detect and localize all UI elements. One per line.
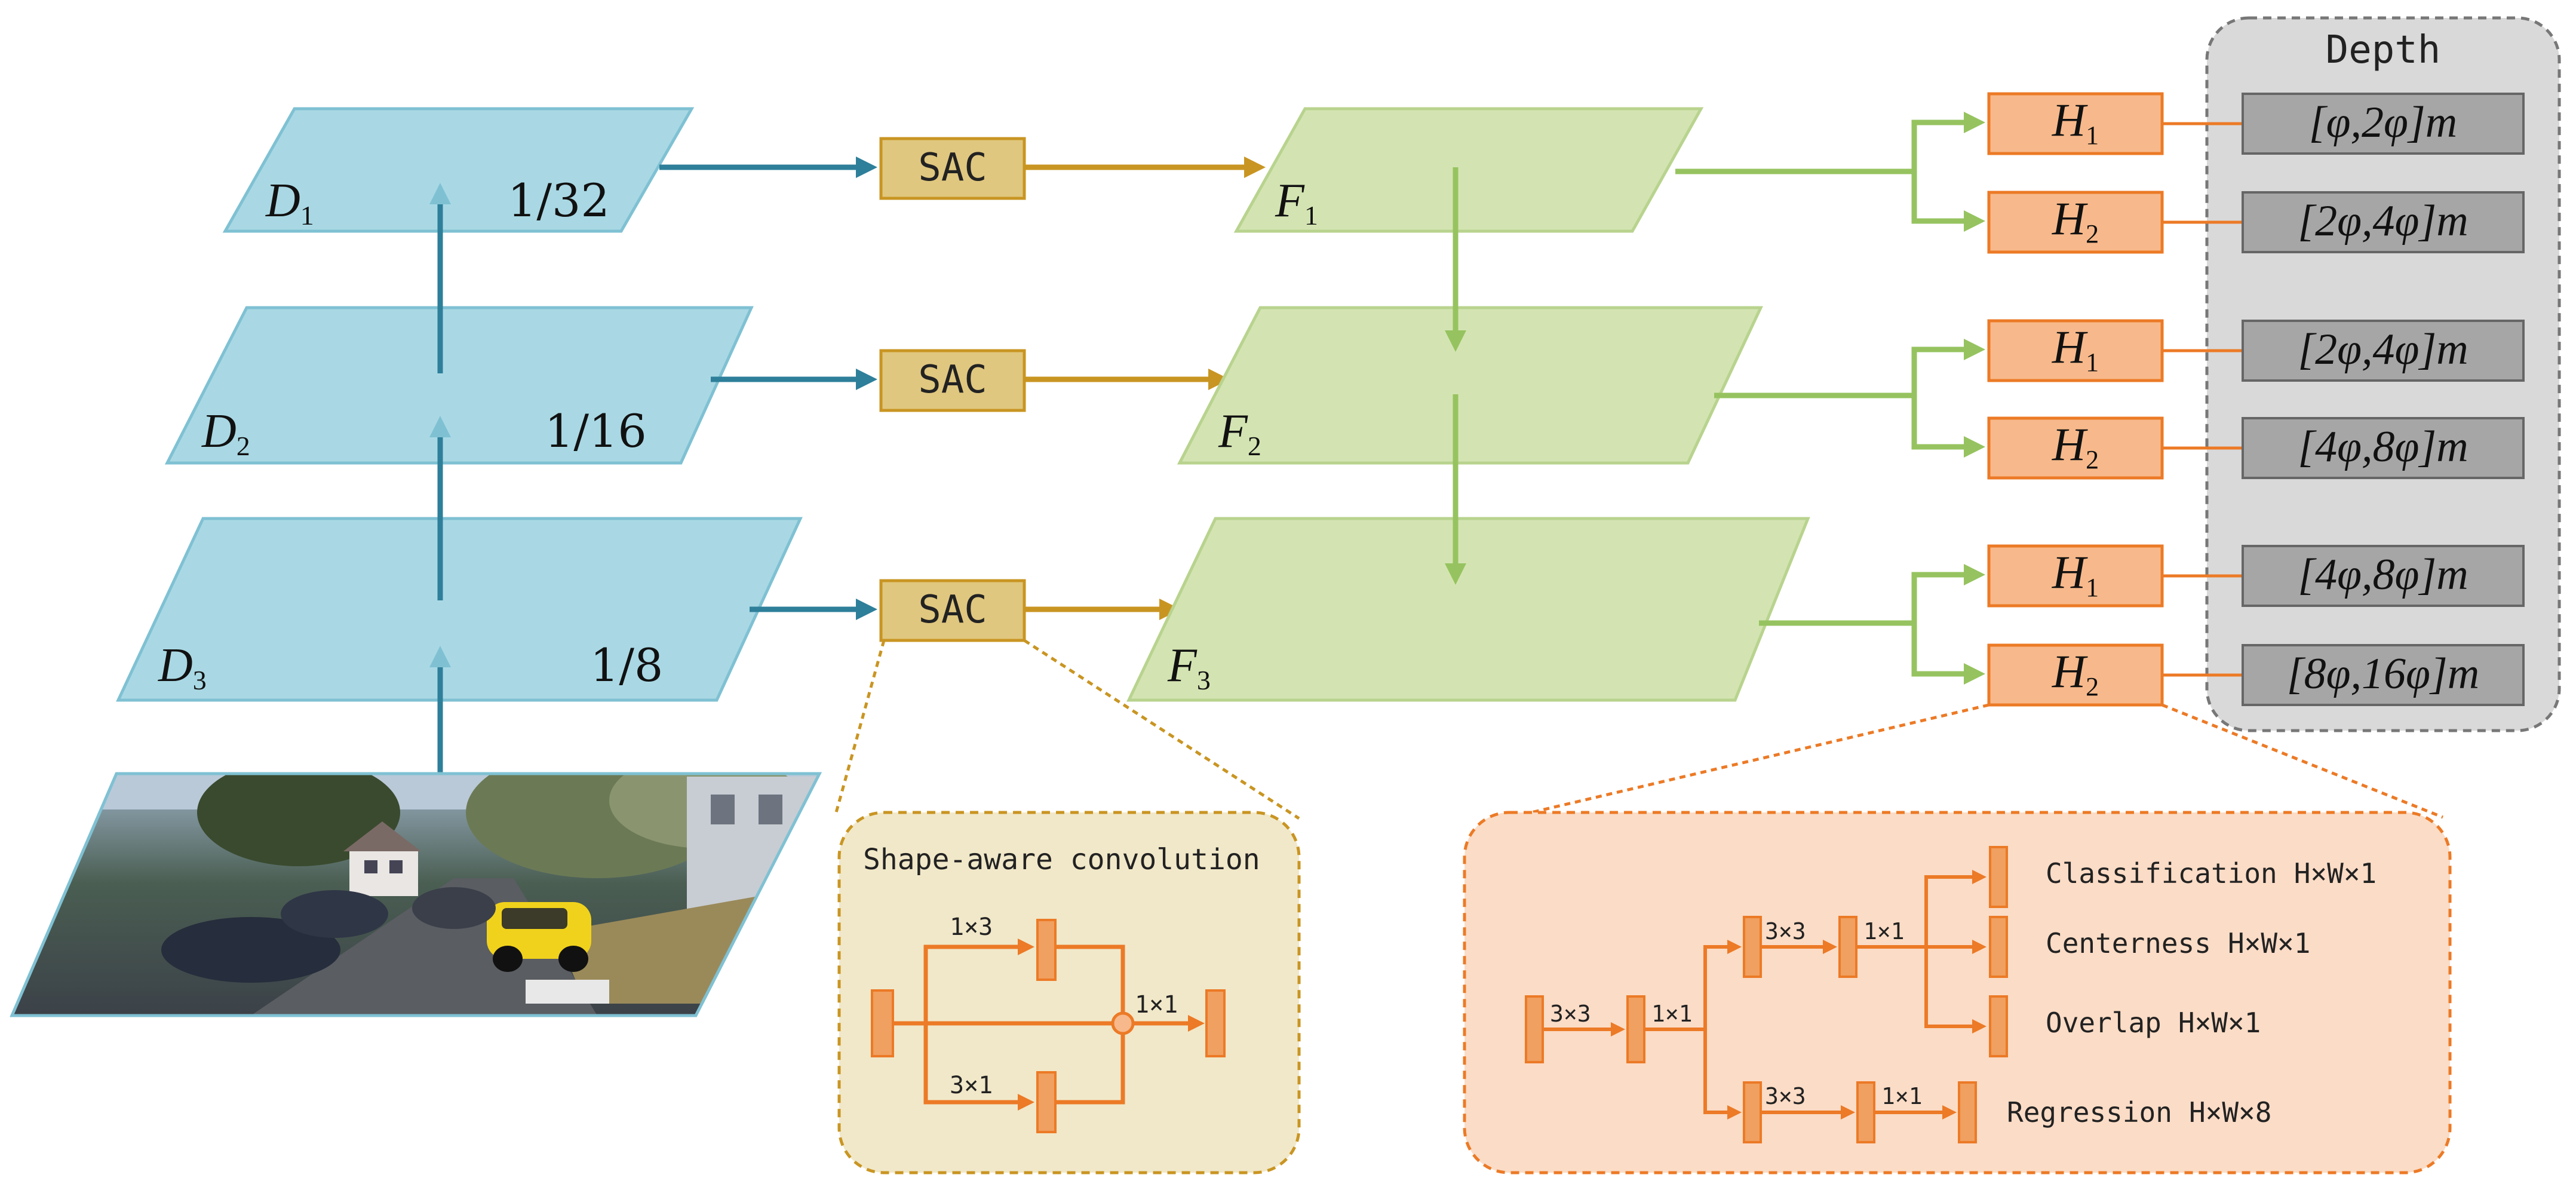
head-k33a: 3×3	[1550, 1001, 1591, 1027]
head-k33b: 3×3	[1765, 918, 1806, 944]
backbone-level-d1	[222, 107, 695, 233]
feature-f1	[1233, 107, 1704, 233]
depth-range-5-text: [4φ,8φ]m	[2298, 550, 2468, 599]
sac-input-block	[871, 989, 894, 1057]
head-h2-row3-label: H2	[2052, 645, 2099, 701]
depth-range-1	[2242, 93, 2525, 155]
head-h2-row3	[1987, 643, 2164, 707]
head-k33c: 3×3	[1765, 1083, 1806, 1109]
head-block-reg-2	[1856, 1081, 1875, 1143]
feature-f2	[1177, 306, 1763, 465]
label-f1: F1	[1275, 174, 1318, 231]
head-k11b: 1×1	[1863, 918, 1905, 944]
head-h1-row3-label: H1	[2052, 546, 2099, 602]
head-k11a: 1×1	[1651, 1001, 1693, 1027]
backbone-level-d2	[164, 306, 754, 465]
branch-f1	[1675, 112, 1985, 232]
head-input-block	[1525, 995, 1544, 1063]
head-h2-row2-label: H2	[2052, 418, 2099, 474]
depth-range-3	[2242, 320, 2525, 382]
feature-f3	[1126, 517, 1810, 702]
sac-3-label: SAC	[918, 588, 987, 632]
sac-k13: 1×3	[950, 913, 993, 941]
zoom-line-head-right	[2161, 703, 2443, 819]
depth-range-5	[2242, 545, 2525, 607]
backbone-level-d3	[116, 517, 803, 702]
head-h2-row1	[1987, 191, 2164, 254]
head-out-ovl	[1989, 995, 2008, 1057]
depth-title: Depth	[2326, 28, 2441, 72]
sac-detail-title: Shape-aware convolution	[863, 843, 1260, 876]
sac-concat-icon	[1111, 1011, 1135, 1035]
depth-range-4-text: [4φ,8φ]m	[2298, 422, 2468, 471]
head-block-reg-1	[1743, 1081, 1762, 1143]
head-h1-row1	[1987, 92, 2164, 155]
head-h1-row2	[1987, 319, 2164, 382]
sac-1: SAC	[879, 137, 1026, 200]
input-image-frame	[10, 772, 822, 1017]
sac-1-label: SAC	[918, 146, 987, 190]
sac-detail-panel: Shape-aware convolution 1×3 3×1 1×1	[837, 811, 1301, 1174]
head-k11c: 1×1	[1881, 1083, 1923, 1109]
sac-output-block	[1205, 989, 1226, 1057]
scale-d1: 1/32	[508, 174, 610, 227]
sac-conv-3x1	[1036, 1071, 1057, 1133]
zoom-line-sac-left	[834, 640, 886, 813]
scale-d3: 1/8	[590, 639, 663, 692]
sac-3: SAC	[879, 579, 1026, 642]
label-d2: D2	[201, 405, 250, 461]
sac-2-label: SAC	[918, 358, 987, 402]
depth-range-6	[2242, 644, 2525, 706]
depth-range-4	[2242, 417, 2525, 479]
label-f3: F3	[1167, 639, 1211, 695]
head-out-ctr	[1989, 916, 2008, 978]
sac-k31: 3×1	[950, 1072, 993, 1099]
branch-f3	[1759, 564, 1985, 685]
head-out-cls	[1989, 846, 2008, 908]
input-image	[12, 774, 819, 1016]
depth-ranges: [φ,2φ]m [2φ,4φ]m [2φ,4φ]m [4φ,8φ]m [4φ,8…	[2242, 93, 2525, 706]
depth-range-3-text: [2φ,4φ]m	[2298, 325, 2468, 374]
head-block-cls-1	[1743, 916, 1762, 978]
depth-range-1-text: [φ,2φ]m	[2309, 98, 2457, 147]
sac-k11: 1×1	[1135, 991, 1178, 1019]
scale-d2: 1/16	[545, 404, 647, 458]
heads: H1 H2 H1 H2 H1 H2	[1987, 92, 2164, 707]
depth-range-2	[2242, 191, 2525, 253]
depth-range-6-text: [8φ,16φ]m	[2287, 649, 2479, 698]
head-h1-row2-label: H1	[2052, 321, 2099, 377]
head-h2-row1-label: H2	[2052, 192, 2099, 249]
sac-conv-1x3	[1036, 919, 1057, 981]
label-d3: D3	[158, 639, 207, 695]
zoom-line-sac-right	[1023, 639, 1300, 820]
label-d1: D1	[265, 174, 314, 231]
sac-2: SAC	[879, 349, 1026, 412]
head-h1-row3	[1987, 544, 2164, 608]
head-h1-row1-label: H1	[2052, 94, 2099, 150]
backbone: D1 1/32 D2 1/16 D3 1/8	[116, 107, 803, 774]
head-block-cls-2	[1838, 916, 1857, 978]
zoom-line-head-left	[1510, 703, 1989, 819]
head-block-1	[1626, 995, 1645, 1063]
head-out-reg	[1958, 1081, 1977, 1143]
depth-range-2-text: [2φ,4φ]m	[2298, 197, 2468, 246]
branch-f2	[1714, 339, 1985, 458]
head-h2-row2	[1987, 416, 2164, 480]
label-f2: F2	[1218, 405, 1261, 461]
head-depth-connectors	[2162, 122, 2243, 677]
